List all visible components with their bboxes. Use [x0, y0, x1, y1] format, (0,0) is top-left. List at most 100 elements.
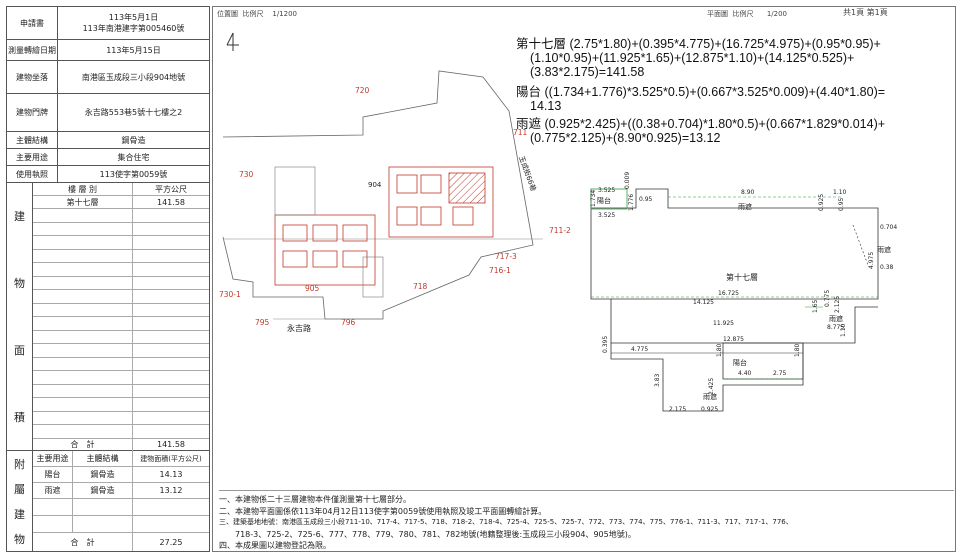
location-row: 建物坐落 南港區玉成段三小段904地號: [7, 61, 209, 94]
vert-char: 積: [14, 410, 25, 424]
dimension: 11.925: [713, 320, 734, 327]
empty-area-cell: [133, 398, 209, 412]
plan-label: 第十七層: [726, 272, 758, 282]
empty-area-cell: [133, 331, 209, 344]
dimension: 14.125: [693, 299, 714, 306]
plan-dimensions: 第十七層 陽台 雨遮 雨遮 雨遮 陽台 雨遮 3.525 3.525 0.95 …: [590, 172, 897, 413]
empty-area-cell: [33, 330, 133, 344]
lot-label: 717-3: [495, 252, 517, 261]
dimension: 1.65: [812, 299, 819, 313]
formula-balcony: 陽台 ((1.734+1.776)*3.525*0.5)+(0.667*3.52…: [516, 85, 956, 113]
dimension: 0.95: [639, 196, 653, 203]
vert-char: 附: [14, 457, 25, 471]
annex-empty-cell: [73, 516, 133, 533]
note-line: 四、本成果圖以建物登記為限。: [219, 541, 331, 550]
empty-area-cell: [133, 344, 209, 358]
address-row: 建物門牌 永吉路553巷5號十七樓之2: [7, 94, 209, 132]
scale-label: 比例尺: [242, 10, 264, 18]
empty-area-cell: [133, 304, 209, 317]
annex-block: 附 屬 建 物 主要用途 主體結構 建物面積(平方公尺) 陽台 鋼骨造 14.1…: [7, 451, 209, 552]
lot-label: 730-1: [219, 290, 241, 299]
location-map-label: 位置圖: [217, 10, 238, 18]
annex-use-cell: 陽台: [33, 467, 73, 483]
vert-char: 建: [14, 210, 25, 224]
dimension: 2.125: [834, 296, 841, 313]
empty-area-cell: [33, 263, 133, 277]
empty-area-cell: [33, 425, 133, 439]
plan-label: 陽台: [733, 358, 747, 367]
empty-area-cell: [33, 290, 133, 304]
plan-label: 雨遮: [738, 202, 752, 211]
empty-area-cell: [33, 398, 133, 412]
dimension: 1.10: [840, 323, 847, 337]
empty-area-cell: [133, 277, 209, 290]
sqm-header: 平方公尺: [133, 183, 209, 196]
usage-label: 主要用途: [7, 149, 58, 165]
empty-area-cell: [133, 425, 209, 439]
dimension: 0.704: [880, 224, 897, 231]
dimension: 4.975: [868, 252, 875, 269]
site-boundary: [222, 70, 534, 320]
site-map: 720 711 730 711-2 717-3 716-1 718 905 73…: [219, 32, 897, 413]
lot-label: 711-2: [549, 226, 571, 235]
license-label: 使用執照: [7, 166, 58, 182]
formula-line: (1.10*0.95)+(11.925*1.65)+(12.875*1.10)+…: [530, 51, 855, 65]
dimension: 0.009: [624, 172, 631, 189]
annex-empty-cell: [133, 499, 209, 516]
survey-date-label: 測量轉繪日期: [7, 40, 58, 60]
annex-area-cell: 14.13: [133, 467, 209, 483]
dimension: 0.775: [824, 290, 831, 307]
road-label: 永吉路: [287, 323, 311, 333]
note-line: 一、本建物係二十三層建物本件僅測量第十七層部分。: [219, 495, 411, 504]
lot-label: 796: [341, 318, 356, 327]
location-label: 建物坐落: [7, 61, 58, 93]
formula-text: (0.925*2.425)+((0.38+0.704)*1.80*0.5)+(0…: [544, 117, 886, 131]
empty-area-cell: [133, 263, 209, 277]
empty-area-cell: [33, 222, 133, 236]
dimension: 3.525: [598, 187, 615, 194]
empty-area-cell: [133, 209, 209, 223]
structure-label: 主體結構: [7, 132, 58, 148]
dimension: 0.38: [880, 264, 894, 271]
page-count: 共1頁 第1頁: [843, 8, 888, 17]
formula-label: 第十七層: [516, 37, 567, 51]
floor-header: 樓 層 別: [33, 183, 133, 196]
formula-line: (0.775*2.125)+(8.90*0.925)=13.12: [530, 131, 721, 145]
address-value: 永吉路553巷5號十七樓之2: [84, 108, 183, 117]
application-date: 113年5月1日: [108, 13, 159, 22]
application-label: 申請書: [7, 7, 58, 39]
empty-area-cell: [33, 411, 133, 425]
dimension: 0.925: [701, 406, 718, 413]
annex-structure-cell: 鋼骨造: [73, 467, 133, 483]
plan-label: 雨遮: [703, 392, 717, 401]
annex-total-value: 27.25: [159, 537, 183, 547]
empty-area-cell: [133, 371, 209, 385]
dimension: 16.725: [718, 290, 739, 297]
annex-empty-cell: [73, 499, 133, 516]
annex-area-cell: 13.12: [133, 483, 209, 499]
lot-label: 711: [513, 128, 528, 137]
lot-label: 720: [355, 86, 370, 95]
note-line: 三、建築基地地號：南港區玉成段三小段711-10、717-4、717-5、718…: [219, 518, 793, 526]
dimension: 4.40: [738, 370, 752, 377]
empty-area-cell: [33, 384, 133, 398]
lot-label: 730: [239, 170, 254, 179]
dimension: 12.875: [723, 336, 744, 343]
plan-label: 雨遮: [877, 245, 891, 254]
formula-line: 14.13: [530, 99, 562, 113]
license-value: 113使字第0059號: [99, 169, 168, 179]
annex-vertical-label: 附 屬 建 物: [7, 451, 33, 552]
plan-label: 雨遮: [829, 314, 843, 323]
formula-text: ((1.734+1.776)*3.525*0.5)+(0.667*3.525*0…: [544, 85, 886, 99]
dimension: 0.395: [602, 336, 609, 353]
empty-area-cell: [133, 412, 209, 425]
building-info-table: 申請書 113年5月1日 113年南港建字第005460號 測量轉繪日期 113…: [6, 6, 210, 552]
structure-value: 鋼骨造: [121, 135, 146, 145]
building-area-vertical-label: 建 物 面 積: [7, 183, 33, 450]
empty-area-cell: [33, 317, 133, 331]
empty-area-cell: [133, 385, 209, 398]
dimension: 1.10: [833, 189, 847, 196]
lot-label: 905: [305, 284, 320, 293]
vert-char: 建: [14, 508, 25, 522]
annex-empty-cell: [33, 499, 73, 516]
